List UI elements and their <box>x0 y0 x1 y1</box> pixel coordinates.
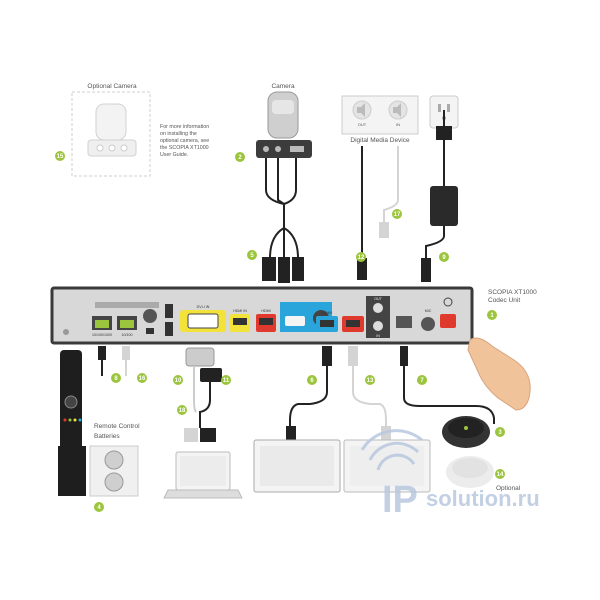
svg-text:11: 11 <box>223 378 230 384</box>
badge-mic-cable: 7 <box>417 375 427 385</box>
badge-microphone: 3 <box>495 427 505 437</box>
svg-text:9: 9 <box>442 255 446 261</box>
svg-text:13: 13 <box>367 378 374 384</box>
svg-text:16: 16 <box>139 376 146 382</box>
lan2-port-label: 10/100 <box>122 333 133 337</box>
badge-remote: 4 <box>94 502 104 512</box>
audio-in-port-label: IN <box>376 334 380 338</box>
badge-dmd-cable: 12 <box>356 252 366 262</box>
badge-dvi-cable: 11 <box>221 375 231 385</box>
microphone <box>442 416 490 448</box>
badge-usb-cable2: 16 <box>137 373 147 383</box>
badge-optional-camera: 15 <box>55 151 65 161</box>
batteries-label: Batteries <box>94 433 120 440</box>
badge-power: 9 <box>439 252 449 262</box>
codec-unit: 10/100/1000 10/100 DVI-I IN HDMI IN HDMI… <box>50 286 474 345</box>
mic-port-label: MIC <box>425 309 432 313</box>
badge-camera: 2 <box>235 152 245 162</box>
svg-text:14: 14 <box>497 472 504 478</box>
dmd-cable <box>357 146 399 280</box>
laptop <box>163 451 243 499</box>
watermark: IP solution.ru <box>360 429 540 521</box>
svg-text:solution.ru: solution.ru <box>426 486 540 511</box>
digital-media-device: OUT IN <box>341 95 419 135</box>
svg-text:IP: IP <box>382 479 418 521</box>
optional-camera-note-line: the SCOPIA XT1000 <box>160 145 209 151</box>
svg-text:10: 10 <box>175 378 182 384</box>
svg-text:1: 1 <box>490 313 494 319</box>
batteries <box>89 445 139 497</box>
monitor-2 <box>343 439 431 493</box>
svg-text:4: 4 <box>97 505 101 511</box>
optional-label: Optional <box>496 485 521 492</box>
svg-text:12: 12 <box>358 255 365 261</box>
badge-dmd-cable2: 17 <box>392 209 402 219</box>
svg-text:6: 6 <box>310 378 314 384</box>
dmd-out-label: OUT <box>358 122 367 127</box>
svg-text:15: 15 <box>57 154 64 160</box>
hdmi-in1-port-label: HDMI IN <box>233 309 247 313</box>
dvi-port-label: DVI-I IN <box>197 305 210 309</box>
optional-camera-label: Optional Camera <box>87 83 137 90</box>
remote-control <box>58 350 86 496</box>
camera-cable <box>262 158 304 283</box>
badge-optional-mic: 14 <box>495 469 505 479</box>
dmd-in-label: IN <box>396 122 400 127</box>
hdmi-out-port-label: HDMI <box>322 311 331 315</box>
camera-device <box>256 91 312 158</box>
optional-camera-note: For more information on installing the o… <box>160 124 209 158</box>
svg-text:17: 17 <box>394 212 401 218</box>
badge-pc-adapter: 18 <box>177 405 187 415</box>
optional-camera-note-line: For more information <box>160 124 209 130</box>
audio-out-port-label: OUT <box>374 297 382 301</box>
badge-usb-cable: 8 <box>111 373 121 383</box>
monitor-cable <box>286 346 391 440</box>
optional-camera-note-line: User Guide. <box>160 152 188 158</box>
badge-codec: 1 <box>487 310 497 320</box>
badge-monitor-cable: 6 <box>307 375 317 385</box>
svg-text:3: 3 <box>498 430 502 436</box>
optional-camera <box>71 91 151 177</box>
optional-camera-note-line: on installing the <box>160 131 197 137</box>
badge-vga-adapter: 10 <box>173 375 183 385</box>
optional-microphone <box>446 456 494 488</box>
svg-text:5: 5 <box>250 253 254 259</box>
badge-monitor2-cable: 13 <box>365 375 375 385</box>
mic-cable <box>400 346 495 424</box>
power-cable <box>421 110 458 282</box>
svg-text:7: 7 <box>420 378 424 384</box>
optional-camera-note-line: optional camera, see <box>160 138 209 144</box>
codec-unit-label-2: Codec Unit <box>488 297 520 304</box>
remote-control-label: Remote Control <box>94 423 140 430</box>
svg-text:2: 2 <box>238 155 242 161</box>
lan-port-label: 10/100/1000 <box>92 333 112 337</box>
svg-text:8: 8 <box>114 376 118 382</box>
svg-text:18: 18 <box>179 408 186 414</box>
usb-cable <box>98 346 130 376</box>
hdmi-in2-port-label: HDMI <box>261 309 270 313</box>
badge-camera-cable: 5 <box>247 250 257 260</box>
dvi-cable <box>184 347 222 442</box>
camera-label: Camera <box>271 83 295 90</box>
hand-pointer <box>467 337 531 411</box>
monitor-1 <box>253 439 341 493</box>
digital-media-device-label: Digital Media Device <box>350 137 410 144</box>
codec-unit-label: SCOPIA XT1000 <box>488 289 537 296</box>
